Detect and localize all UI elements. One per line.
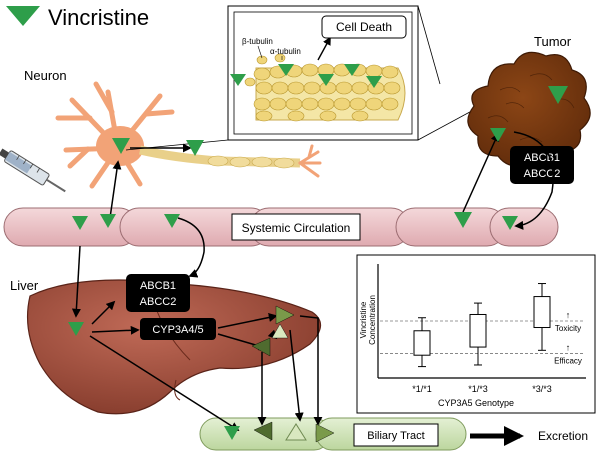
category-tick-label: *1/*3 <box>468 384 488 394</box>
tumor-transporter-1: ABCB1 <box>524 152 560 164</box>
title-legend: Vincristine <box>6 5 149 30</box>
chart-ylabel-line1: Vincristine <box>359 301 368 338</box>
cell-death-box <box>321 15 407 39</box>
vincristine-molecules <box>68 86 568 440</box>
tumor-label: Tumor <box>534 34 572 49</box>
title: Vincristine <box>48 5 149 30</box>
alpha-tubulin-label: α-tubulin <box>270 47 301 56</box>
threshold-label: Efficacy <box>554 357 582 366</box>
cell-death-label: Cell Death <box>336 20 392 34</box>
category-tick-label: *3/*3 <box>532 384 552 394</box>
liver-transporter-box: ABCB1 ABCC2 <box>126 274 190 312</box>
syringe-illustration <box>0 148 66 193</box>
tumor-transporter-box: ABCB1 ABCC2 <box>510 146 574 184</box>
systemic-circulation-label: Systemic Circulation <box>242 221 351 235</box>
tumor-transporter-2: ABCC2 <box>524 168 561 180</box>
systemic-circulation-box <box>231 213 361 241</box>
threshold-arrow: ↑ <box>566 343 571 353</box>
liver-transporter-2: ABCC2 <box>140 296 177 308</box>
excretion-label: Excretion <box>538 429 588 443</box>
box-body <box>469 313 487 348</box>
threshold-label: Toxicity <box>555 324 581 333</box>
inset-vincristine-triangles <box>230 64 382 88</box>
box-body <box>533 296 551 329</box>
vincristine-triangle-icon <box>6 6 40 26</box>
systemic-circulation-vessel: Systemic Circulation <box>3 207 559 247</box>
cell-death-arrow <box>317 36 331 61</box>
chart-ylabel-line2: Concentration <box>368 295 377 345</box>
biliary-tract-vessel: Biliary Tract <box>199 417 467 451</box>
liver-label: Liver <box>10 278 39 293</box>
biliary-tract-box <box>353 423 439 447</box>
chart-xlabel: CYP3A5 Genotype <box>438 398 514 408</box>
microtubule-body <box>244 53 406 122</box>
cyp3a-enzyme-box: CYP3A4/5 <box>140 318 216 340</box>
liver-transporter-1: ABCB1 <box>140 280 176 292</box>
threshold-arrow: ↑ <box>566 310 571 320</box>
chart-marks: ↑ Toxicity ↑ Efficacy *1/*1 *1/*3 *3/*3 <box>380 283 584 394</box>
box-body <box>413 330 431 356</box>
category-tick-label: *1/*1 <box>412 384 432 394</box>
beta-tubulin-label: β-tubulin <box>242 37 273 46</box>
biliary-tract-label: Biliary Tract <box>367 430 424 442</box>
enzyme-label: CYP3A4/5 <box>152 324 203 336</box>
microtubule-inset: β-tubulin α-tubulin Cell Death <box>125 5 493 151</box>
metabolite-markers <box>251 305 335 443</box>
genotype-chart: Vincristine Concentration CYP3A5 Genotyp… <box>356 254 596 414</box>
neuron-label: Neuron <box>24 68 67 83</box>
